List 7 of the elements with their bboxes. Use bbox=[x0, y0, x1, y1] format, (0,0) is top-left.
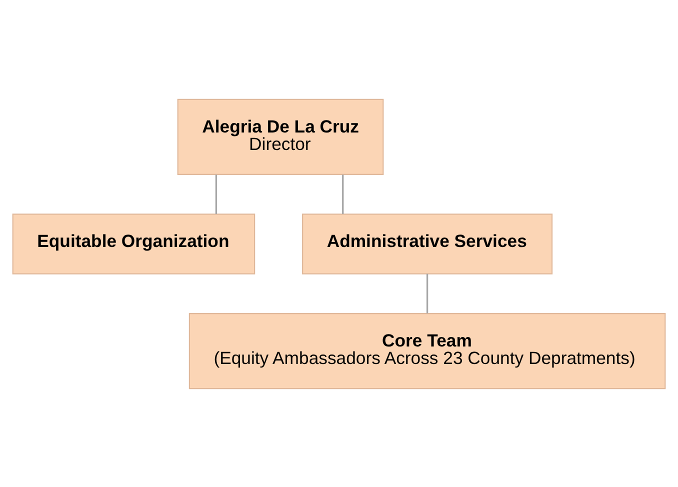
node-box: Equitable Organization bbox=[12, 213, 256, 274]
node-box: Alegria De La Cruz Director bbox=[177, 98, 384, 175]
connector bbox=[342, 174, 344, 214]
connector bbox=[426, 273, 428, 313]
node-box: Administrative Services bbox=[302, 213, 553, 274]
node-box: Core Team (Equity Ambassadors Across 23 County Depratments) bbox=[188, 312, 666, 389]
connector bbox=[215, 174, 218, 214]
